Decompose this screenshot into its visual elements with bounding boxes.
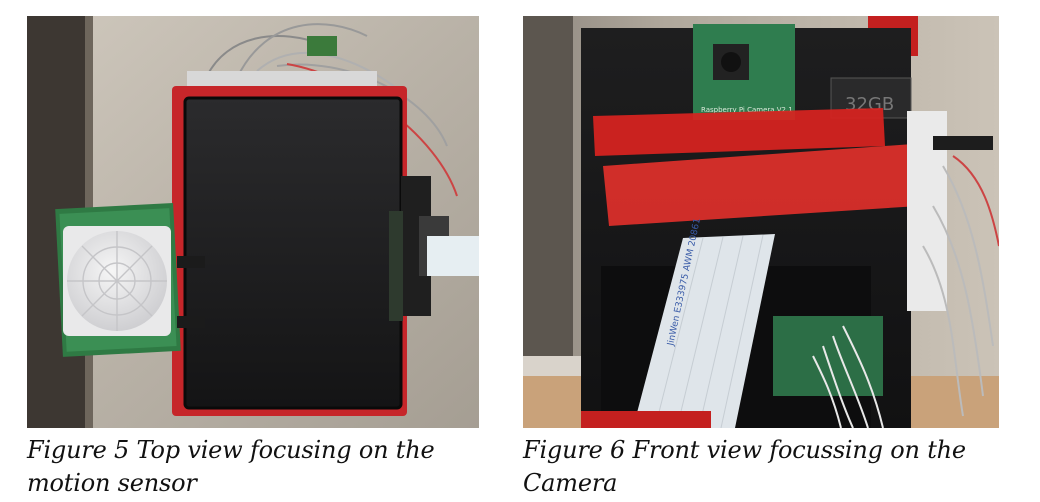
- figure-6: 32GB Raspberry Pi Camera V2.1 JinWen E33…: [523, 16, 999, 500]
- figure-6-caption: Figure 6 Front view focussing on the Cam…: [523, 434, 999, 500]
- figure-5-caption: Figure 5 Top view focusing on the motion…: [27, 434, 479, 500]
- figure-6-caption-line-2: Camera: [523, 469, 618, 497]
- figure-6-photo: 32GB Raspberry Pi Camera V2.1 JinWen E33…: [523, 16, 999, 428]
- camera-board-text: Raspberry Pi Camera V2.1: [701, 106, 793, 114]
- figure-5-photo: [27, 16, 479, 428]
- figure-6-caption-line-1: Figure 6 Front view focussing on the: [523, 436, 966, 464]
- figure-5-caption-line-2: motion sensor: [27, 469, 197, 497]
- figure-5: Figure 5 Top view focusing on the motion…: [27, 16, 479, 500]
- figure-5-caption-line-1: Figure 5 Top view focusing on the: [27, 436, 435, 464]
